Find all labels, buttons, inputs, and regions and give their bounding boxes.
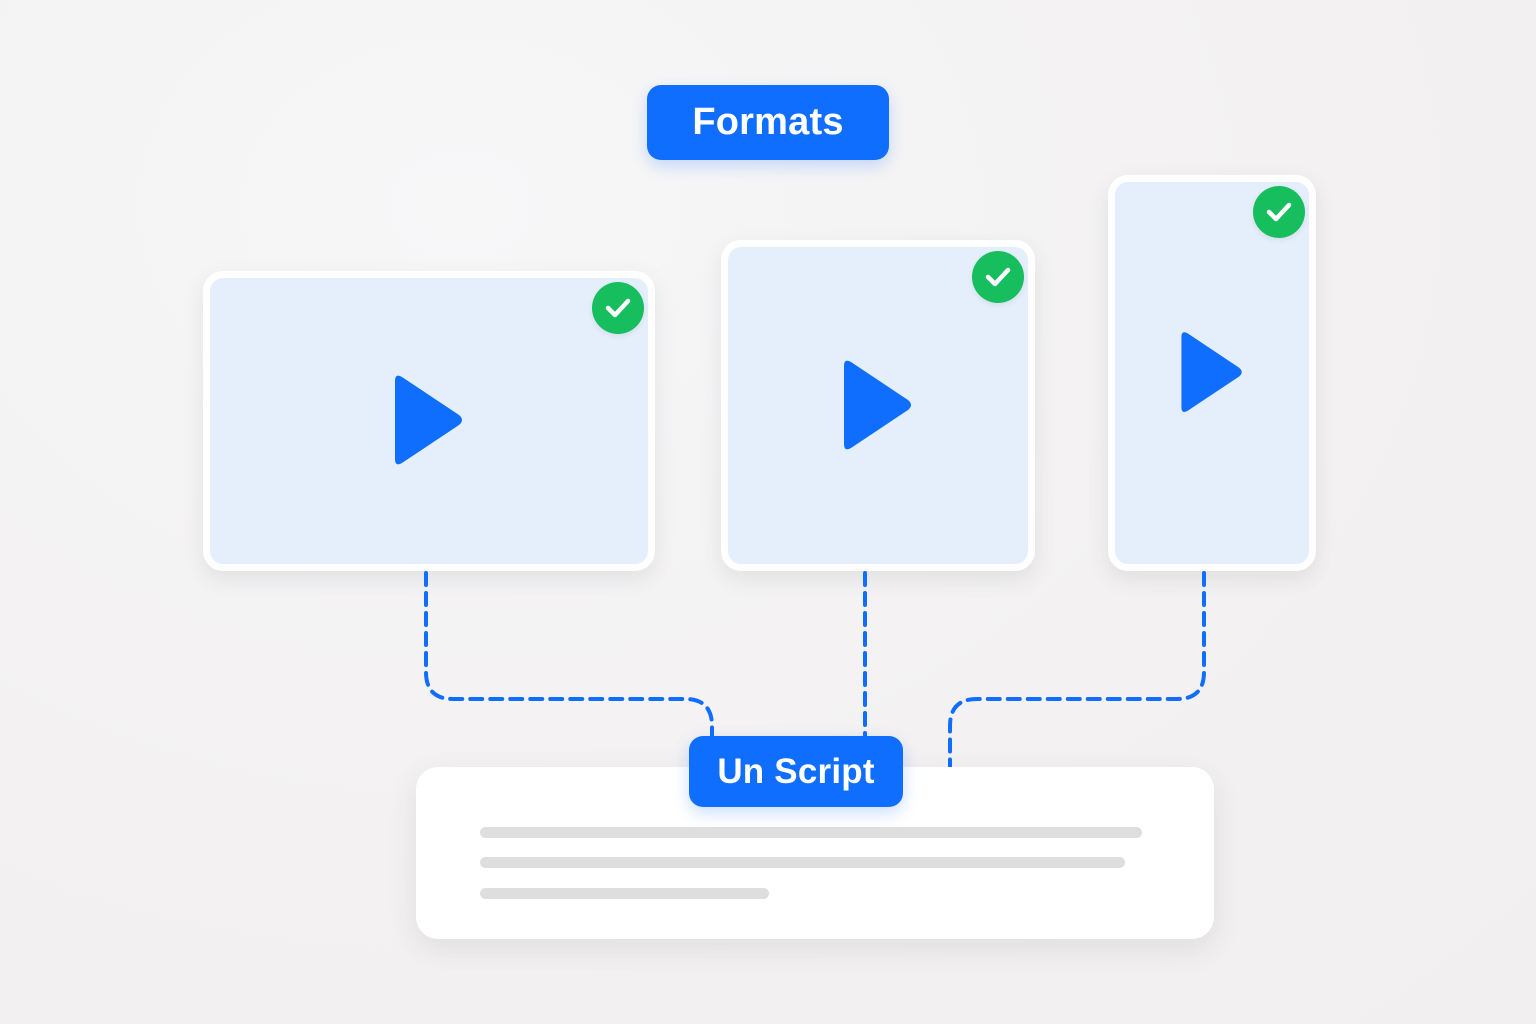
script-text-line <box>480 857 1125 868</box>
connector-portrait <box>948 571 1206 772</box>
script-label: Un Script <box>689 736 903 807</box>
play-icon[interactable] <box>389 373 469 469</box>
play-icon[interactable] <box>838 358 918 454</box>
format-card-landscape[interactable] <box>203 271 655 571</box>
check-circle-icon <box>972 251 1024 303</box>
connector-landscape <box>424 571 714 742</box>
script-text-line <box>480 827 1142 838</box>
check-circle-icon <box>1253 186 1305 238</box>
script-text-line <box>480 888 769 899</box>
play-icon[interactable] <box>1176 329 1248 417</box>
format-card-portrait[interactable] <box>1108 175 1316 571</box>
check-circle-icon <box>592 282 644 334</box>
formats-heading: Formats <box>647 85 889 160</box>
format-card-square[interactable] <box>721 240 1035 571</box>
